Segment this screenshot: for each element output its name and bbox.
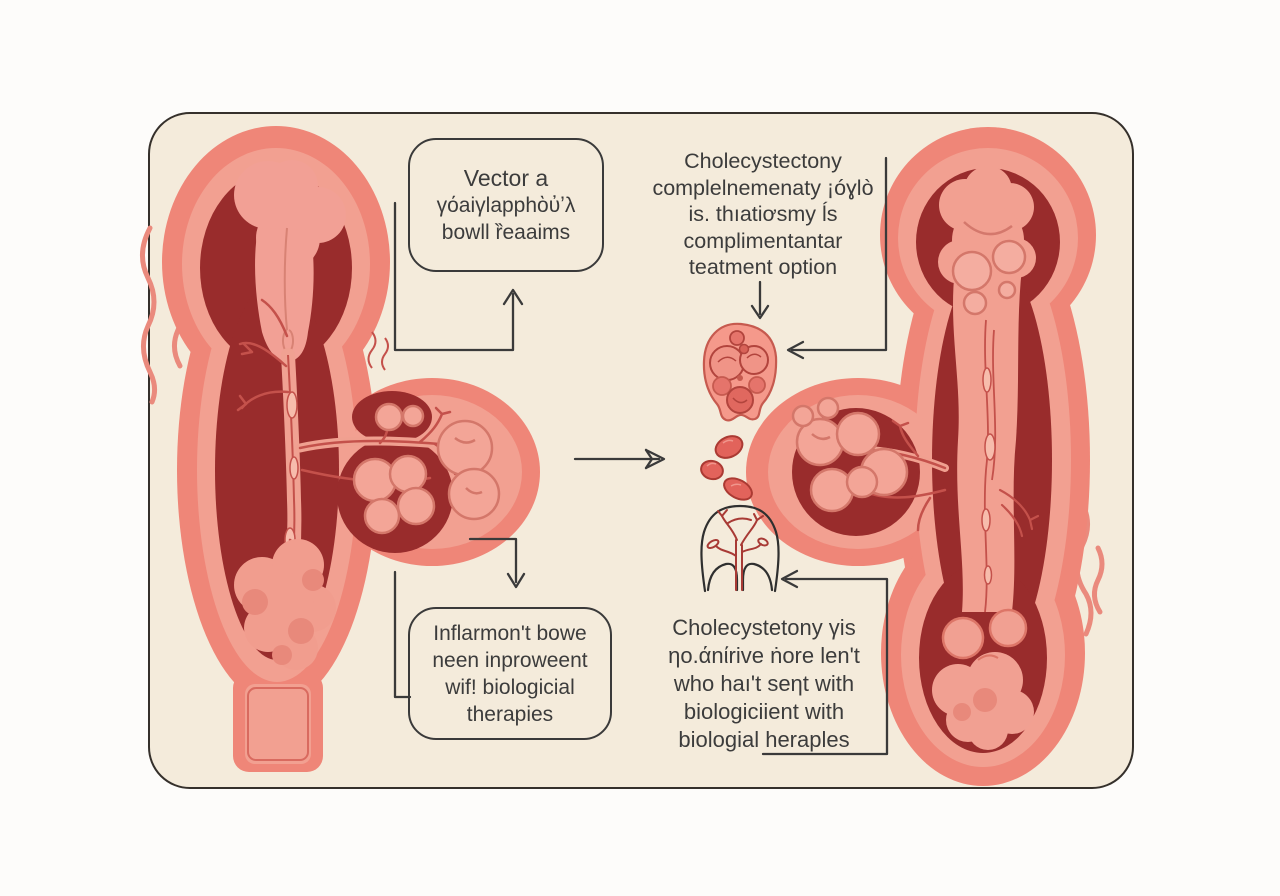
elbow-arrow-to-top-box [393,201,524,352]
label-line: complimentantar [683,228,843,253]
bowel-outline-icon [700,504,780,593]
label-line: biologiciient with [683,699,845,724]
therapies-label-box: Inflarmon't bowe neen inproweent wif! bi… [408,607,612,740]
box-line: γόaiγlapphὸὐʼλ [436,193,576,217]
label-line: ηo.άnίrive ṅore len't [668,643,860,668]
cholecystectomy-top-label: Cholecystectony complelnemenaty ¡óɣlò is… [632,148,894,281]
box-line: Inflarmon't bowe [433,621,587,645]
box-line: therapies [466,702,554,726]
left-bottom-cluster [234,539,336,670]
elbow-arrow-from-top-text [786,156,888,360]
box-line: bowll ȑeaaims [441,220,571,244]
down-arrow-to-gallbladder [750,280,770,320]
left-clover-mucosa [234,160,346,362]
label-line: who haı't seηt with [673,671,855,696]
box-line: wif! biologicial [445,675,575,699]
gallstones-icon [700,435,753,501]
cholecystectomy-bottom-label: Cholecystetony γis ηo.άnίrive ṅore len't… [628,614,900,754]
label-line: teatment option [688,255,838,279]
right-bowel-illustration [746,127,1105,786]
box-line: Vector a [463,164,549,191]
label-line: biologial heraples [678,727,850,752]
bracket-line-bottom-box [393,570,412,699]
right-arrow-between-bowels [573,448,666,470]
vector-label-box: Vector a γόaiγlapphὸὐʼλ bowll ȑeaaims [408,138,604,272]
label-line: Cholecystectony [684,149,842,173]
left-bowel-stub-line [247,687,309,761]
label-line: complelnemenaty ¡óɣlò [652,175,874,200]
right-gummy-mucosa [938,166,1040,613]
gallbladder-icon [702,322,778,422]
elbow-arrow-from-bottom-text [761,569,889,756]
label-line: is. thıatiơsmy ĺs [688,202,838,226]
label-line: Cholecystetony γis [672,615,856,640]
down-arrow-to-bottom-box [468,537,526,589]
left-pouch-blobs [352,402,501,535]
left-bowel-illustration [140,126,540,772]
right-pouch-blobs [791,396,909,513]
box-line: neen inproweent [432,648,588,672]
right-bottom-cluster [932,608,1034,750]
